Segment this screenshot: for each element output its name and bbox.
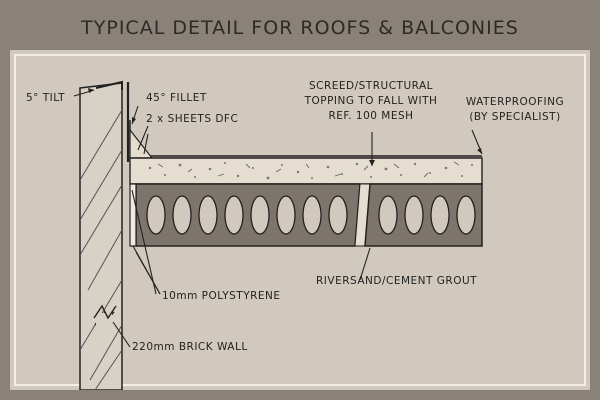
panel-border bbox=[14, 54, 586, 386]
parapet-cap bbox=[95, 80, 130, 162]
dfc-label: 2 x SHEETS DFC bbox=[146, 113, 239, 125]
grout-label: RIVERSAND/CEMENT GROUT bbox=[316, 275, 478, 287]
tilt-label: 5° TILT bbox=[26, 92, 66, 104]
screed-label-line-1: SCREED/STRUCTURAL bbox=[308, 80, 434, 92]
drawing-panel: 5° TILT 45° FILLET 2 x SHEETS DFC SCREED… bbox=[10, 50, 590, 390]
diagram-title: TYPICAL DETAIL FOR ROOFS & BALCONIES bbox=[81, 17, 519, 39]
hollow-core-slab-left bbox=[135, 183, 361, 247]
fillet-label: 45° FILLET bbox=[146, 92, 207, 104]
waterproofing-label-line-2: (BY SPECIALIST) bbox=[469, 111, 561, 123]
polystyrene-label: 10mm POLYSTYRENE bbox=[162, 290, 281, 302]
leader-arrowheads bbox=[88, 88, 482, 166]
roof-balcony-detail-drawing bbox=[14, 54, 586, 390]
waterproofing-label-line-1: WATERPROOFING bbox=[465, 96, 565, 108]
screed-topping bbox=[129, 157, 483, 185]
brick-wall bbox=[79, 82, 123, 390]
screed-label-line-3: REF. 100 MESH bbox=[328, 110, 414, 122]
brick-wall-label: 220mm BRICK WALL bbox=[132, 341, 248, 353]
hollow-core-slab-right bbox=[364, 183, 483, 247]
screed-label-line-2: TOPPING TO FALL WITH bbox=[304, 95, 438, 107]
